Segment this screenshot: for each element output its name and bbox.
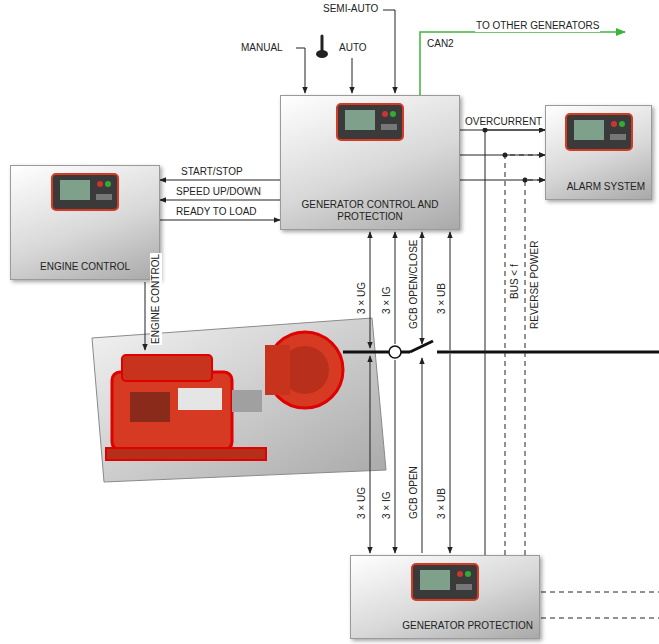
signal-label: CAN2 xyxy=(426,38,455,50)
signal-label: 3 × IG xyxy=(381,285,393,315)
signal-connector xyxy=(485,130,545,555)
signal-label: ENGINE CONTROL xyxy=(150,253,162,345)
signal-connector xyxy=(160,200,280,201)
mode-switch xyxy=(316,36,328,58)
signal-connector xyxy=(160,220,280,221)
edge-label: OVERCURRENT xyxy=(464,116,543,128)
node-title: ALARM SYSTEM xyxy=(567,181,645,193)
signal-label: SEMI-AUTO xyxy=(322,3,379,15)
signal-label: 3 × UG xyxy=(356,281,368,315)
controller-icon xyxy=(410,562,480,602)
signal-connector xyxy=(505,155,545,555)
current-transformer xyxy=(389,346,401,358)
signal-connector xyxy=(525,180,545,555)
can-bus-line xyxy=(420,32,625,95)
edge-label: SPEED UP/DOWN xyxy=(175,186,262,198)
signal-label: TO OTHER GENERATORS xyxy=(475,20,600,32)
device-box: ALARM SYSTEM xyxy=(545,105,652,200)
device-box: GENERATOR CONTROL AND PROTECTION xyxy=(280,95,460,230)
controller-icon xyxy=(564,112,634,152)
edge-label: READY TO LOAD xyxy=(175,206,258,218)
signal-label: GCB OPEN/CLOSE xyxy=(408,239,420,330)
edge-label: START/STOP xyxy=(180,166,244,178)
signal-label: 3 × UG xyxy=(356,486,368,520)
device-box: ENGINE CONTROL xyxy=(10,165,160,280)
device-box: GENERATOR PROTECTION xyxy=(350,555,540,639)
node-title: GENERATOR PROTECTION xyxy=(402,620,533,632)
signal-lines xyxy=(145,10,659,618)
genset-illustration xyxy=(92,318,386,482)
node-title: GENERATOR CONTROL AND PROTECTION xyxy=(287,199,453,223)
signal-label: 3 × UB xyxy=(436,487,448,520)
signal-connector xyxy=(160,180,280,181)
signal-label: AUTO xyxy=(338,42,368,54)
signal-label: 3 × IG xyxy=(381,490,393,520)
controller-icon xyxy=(50,172,120,212)
signal-label: GCB OPEN xyxy=(408,465,420,520)
signal-label: MANUAL xyxy=(240,42,284,54)
controller-icon xyxy=(335,102,405,142)
node-title: ENGINE CONTROL xyxy=(40,261,130,273)
edge-label: BUS < f xyxy=(509,263,521,300)
edge-label: REVERSE POWER xyxy=(529,240,541,330)
signal-label: 3 × UB xyxy=(436,282,448,315)
